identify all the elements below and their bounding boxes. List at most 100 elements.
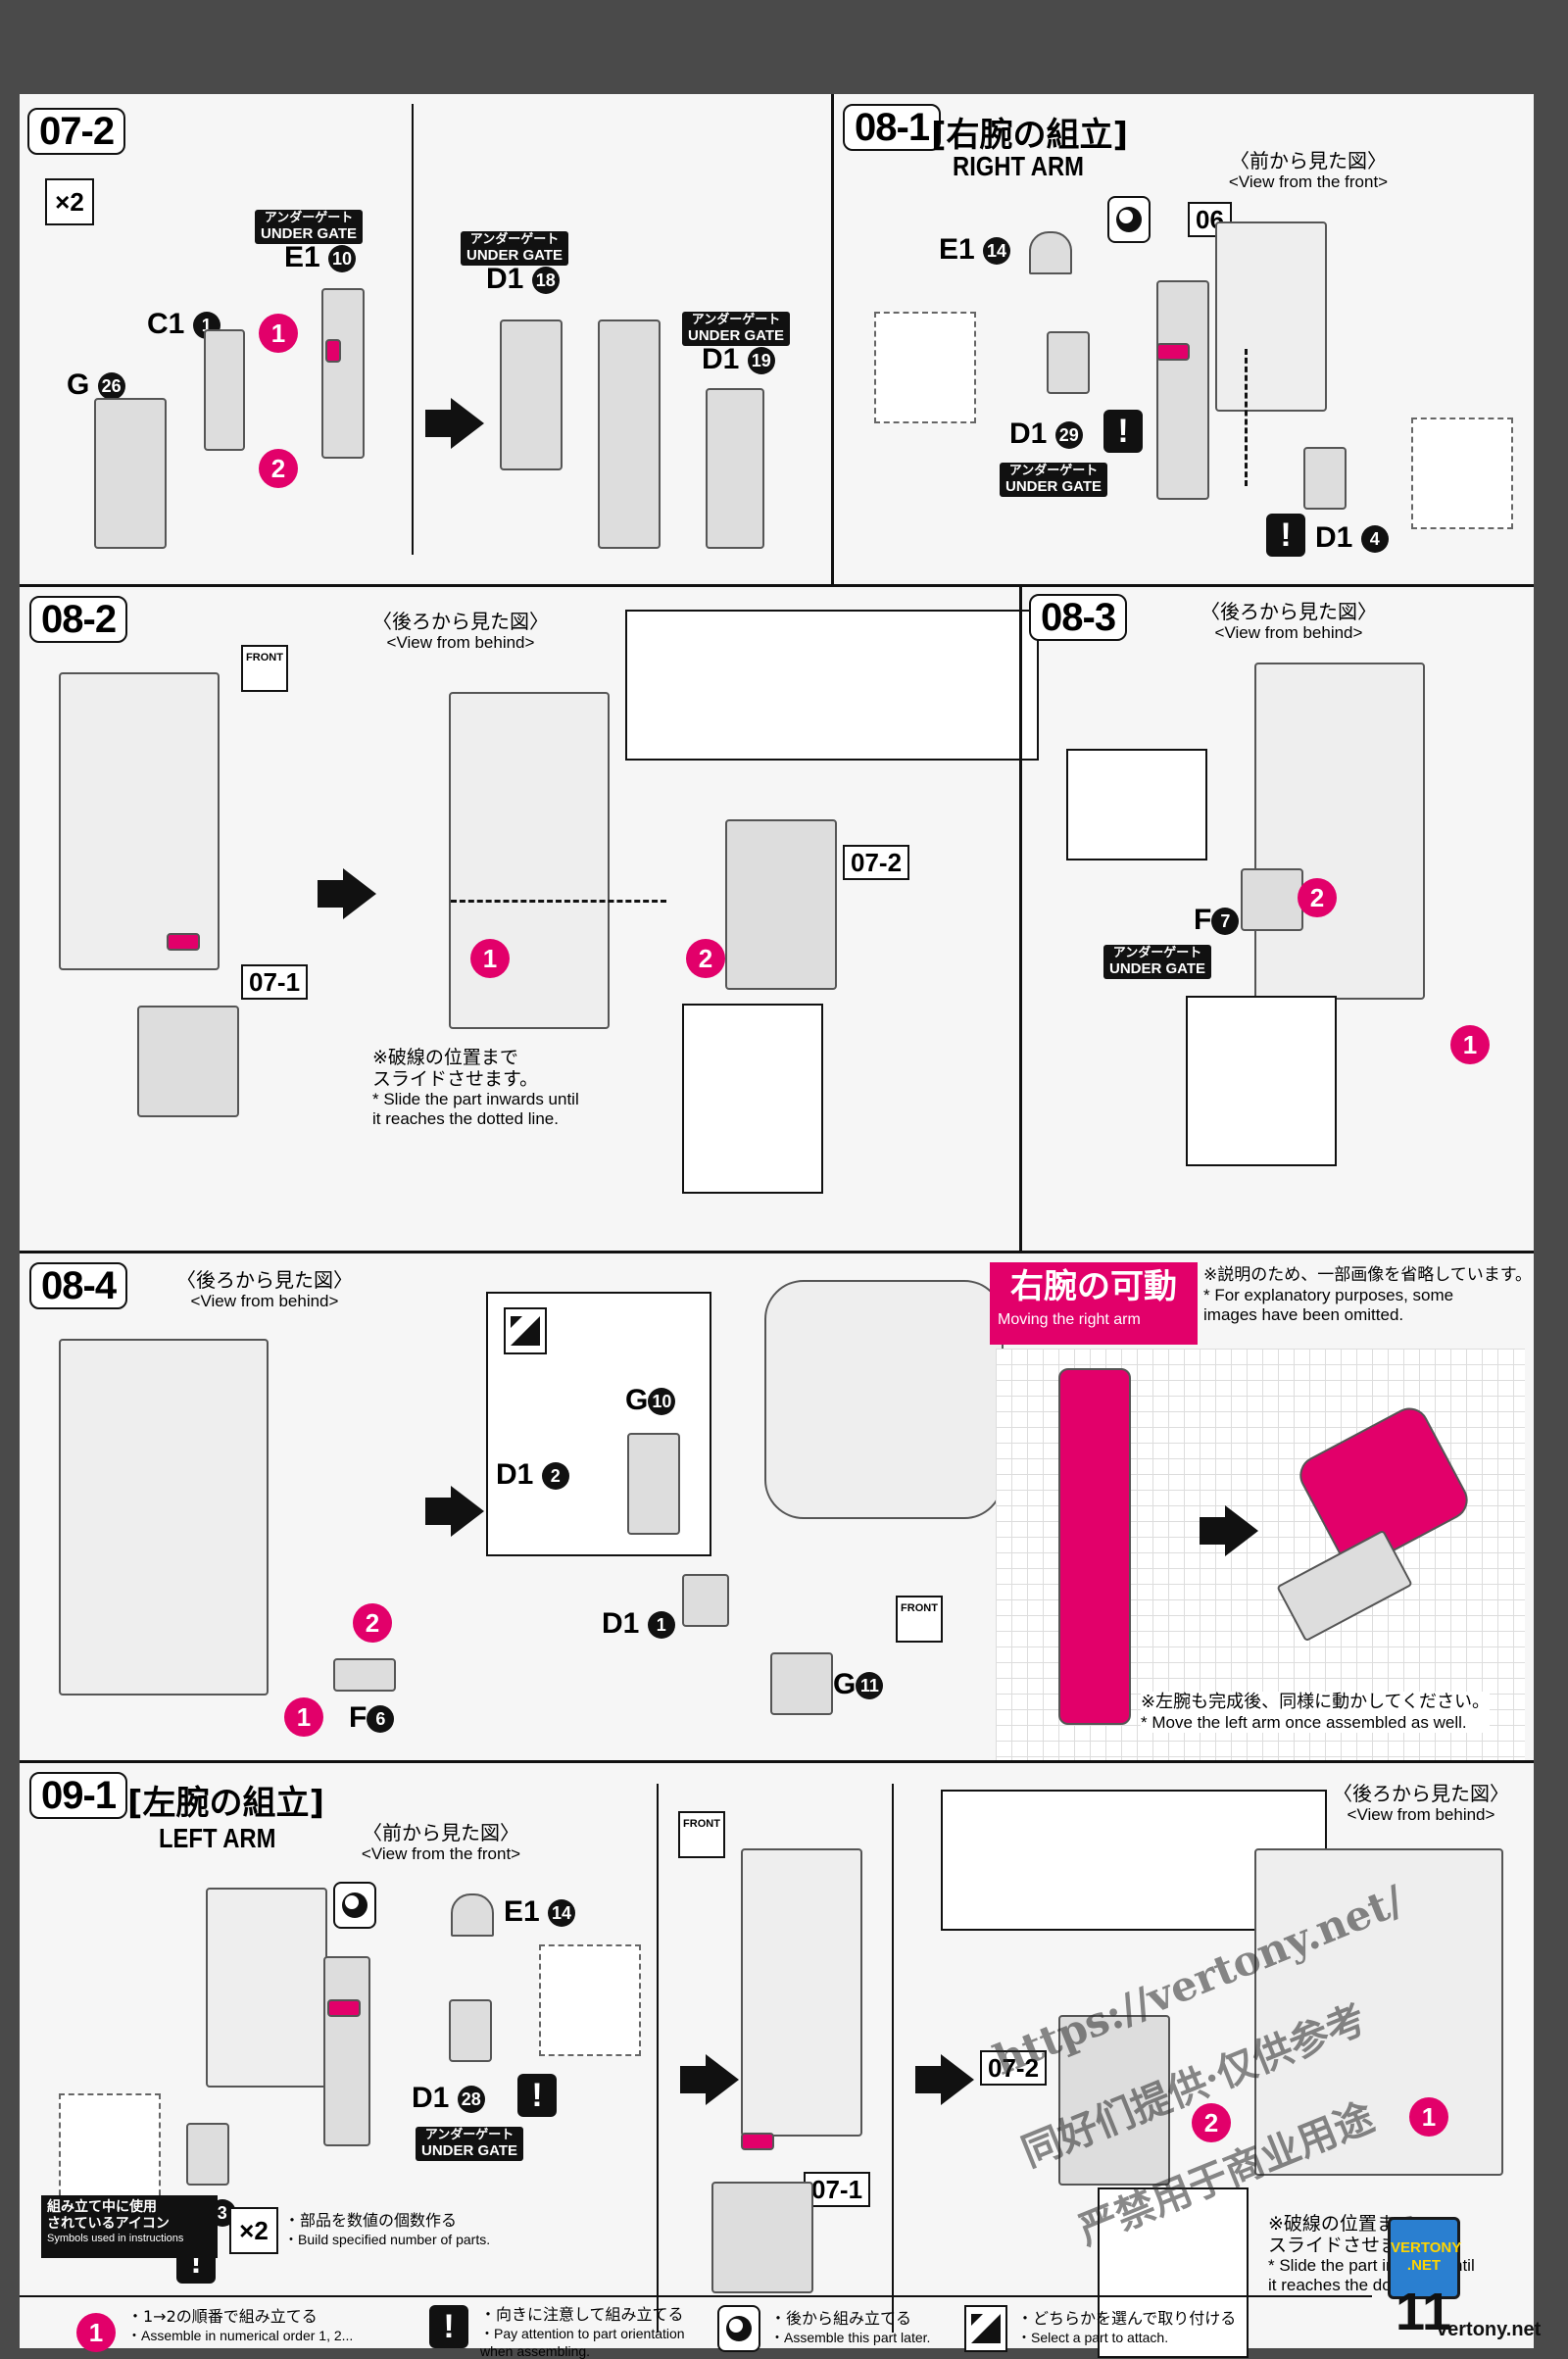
divider [831,94,834,584]
multiply-2-icon: ×2 [229,2207,278,2254]
next-arrow [318,868,376,919]
gate-mark [1156,343,1190,361]
ref-07-1: 07-1 [804,2172,871,2207]
step-badge-2: 2 [259,449,298,488]
part-f7-shape [1241,868,1303,931]
body-shape [764,1280,1004,1519]
front-icon: FRONT [678,1811,725,1858]
part-e1-14-shape [1029,231,1072,274]
step-label-08-1: 08-1 [843,104,942,151]
part-d19-shape [706,388,764,549]
view-from-behind: 〈後ろから見た図〉<View from behind> [176,1268,353,1310]
guide-line [1245,349,1248,486]
part-d1-4: D1 4 [1315,521,1389,555]
divider [20,1251,1534,1253]
divider [1019,584,1022,1251]
step-badge-1: 1 [470,939,510,978]
arm-shape [449,692,610,1029]
next-arrow [680,2054,739,2105]
ref-07-1: 07-1 [241,964,309,1000]
divider [20,584,1534,587]
arm-assembly-shape [1156,280,1209,500]
orientation-icon: ! [429,2305,468,2348]
step-label-09-1: 09-1 [29,1772,128,1819]
select-part-icon [964,2305,1007,2352]
step-label-08-2: 08-2 [29,596,128,643]
part-e1-14: E1 14 [939,233,1011,267]
view-from-front: 〈前から見た図〉<View from the front> [1228,149,1389,191]
multiply-2-icon: ×2 [45,178,94,225]
detail-box [625,610,1039,761]
part-07-2-shape [1058,2015,1170,2186]
step-badge-2: 2 [1192,2103,1231,2142]
step-badge-1: 1 [1450,1025,1490,1064]
view-from-behind: 〈後ろから見た図〉<View from behind> [372,610,549,652]
omitted-note: ※説明のため、一部画像を省略しています。* For explanatory pu… [1203,1265,1533,1324]
site-text: vertony.net [1437,2319,1542,2340]
part-d1-18: D1 18 [486,263,560,296]
orientation-icon: ! [517,2074,557,2117]
part-d1-1: D1 1 [602,1607,675,1641]
part-d1-28-shape [449,1999,492,2062]
part-g11-shape [770,1652,833,1715]
divider [20,1760,1534,1763]
part-e1-10: E1 10 [284,241,357,274]
step-badge-2: 2 [353,1603,392,1643]
arm-shape [741,1848,862,2137]
step-badge-1: 1 [1409,2097,1448,2137]
part-e1-shape [321,288,365,459]
part-d1-1-shape [682,1574,729,1627]
legend-select-part: ・どちらかを選んで取り付ける・Select a part to attach. [1017,2309,1237,2345]
ref-07-2: 07-2 [843,845,910,880]
title-right-arm-en: RIGHT ARM [953,151,1084,181]
part-d1-4-shape [1303,447,1347,510]
front-icon: FRONT [241,645,288,692]
part-e1-14-shape [451,1893,494,1937]
arm-shape [59,672,220,970]
detail-box [682,1004,823,1194]
page-number: 11 [1396,2283,1452,2341]
dotted-line [451,900,666,903]
detail-box [1186,996,1337,1166]
detail-box [1098,2187,1249,2358]
part-d1-29-shape [1047,331,1090,394]
part-d18-shape [500,319,563,470]
part-f6-shape [333,1658,396,1692]
detail-box [59,2093,161,2205]
detail-box [1066,749,1207,860]
step-label-08-4: 08-4 [29,1262,128,1309]
view-from-behind: 〈後ろから見た図〉<View from behind> [1200,600,1377,642]
arm-shape [59,1339,269,1696]
part-c1-shape [204,329,245,451]
part-d1-29: D1 29 [1009,418,1083,451]
left-arm-note: ※左腕も完成後、同様に動かしてください。* Move the left arm … [1141,1692,1490,1733]
gate-mark [325,339,341,363]
part-d1-19: D1 19 [702,343,775,376]
move-title-block: 右腕の可動 Moving the right arm [990,1262,1198,1345]
part-d1-3-shape [186,2123,229,2186]
legend-build-count: ・部品を数値の個数作る・Build specified number of pa… [284,2211,491,2247]
step-label-08-3: 08-3 [1029,594,1128,641]
part-d1-2: D1 2 [496,1458,569,1492]
move-title-en: Moving the right arm [998,1311,1141,1328]
part-d1-28: D1 28 [412,2082,485,2115]
orientation-icon: ! [1266,514,1305,557]
next-arrow [425,398,484,449]
view-from-front: 〈前から見た図〉<View from the front> [361,1821,521,1863]
numbered-order-icon: 1 [76,2313,116,2352]
select-part-icon [504,1307,547,1354]
vertony-logo: VERTONY .NET [1388,2217,1461,2299]
move-title-jp: 右腕の可動 [1010,1267,1177,1306]
next-arrow [915,2054,974,2105]
divider [20,2295,1372,2297]
part-g26-shape [94,398,167,549]
divider [892,1784,894,2333]
